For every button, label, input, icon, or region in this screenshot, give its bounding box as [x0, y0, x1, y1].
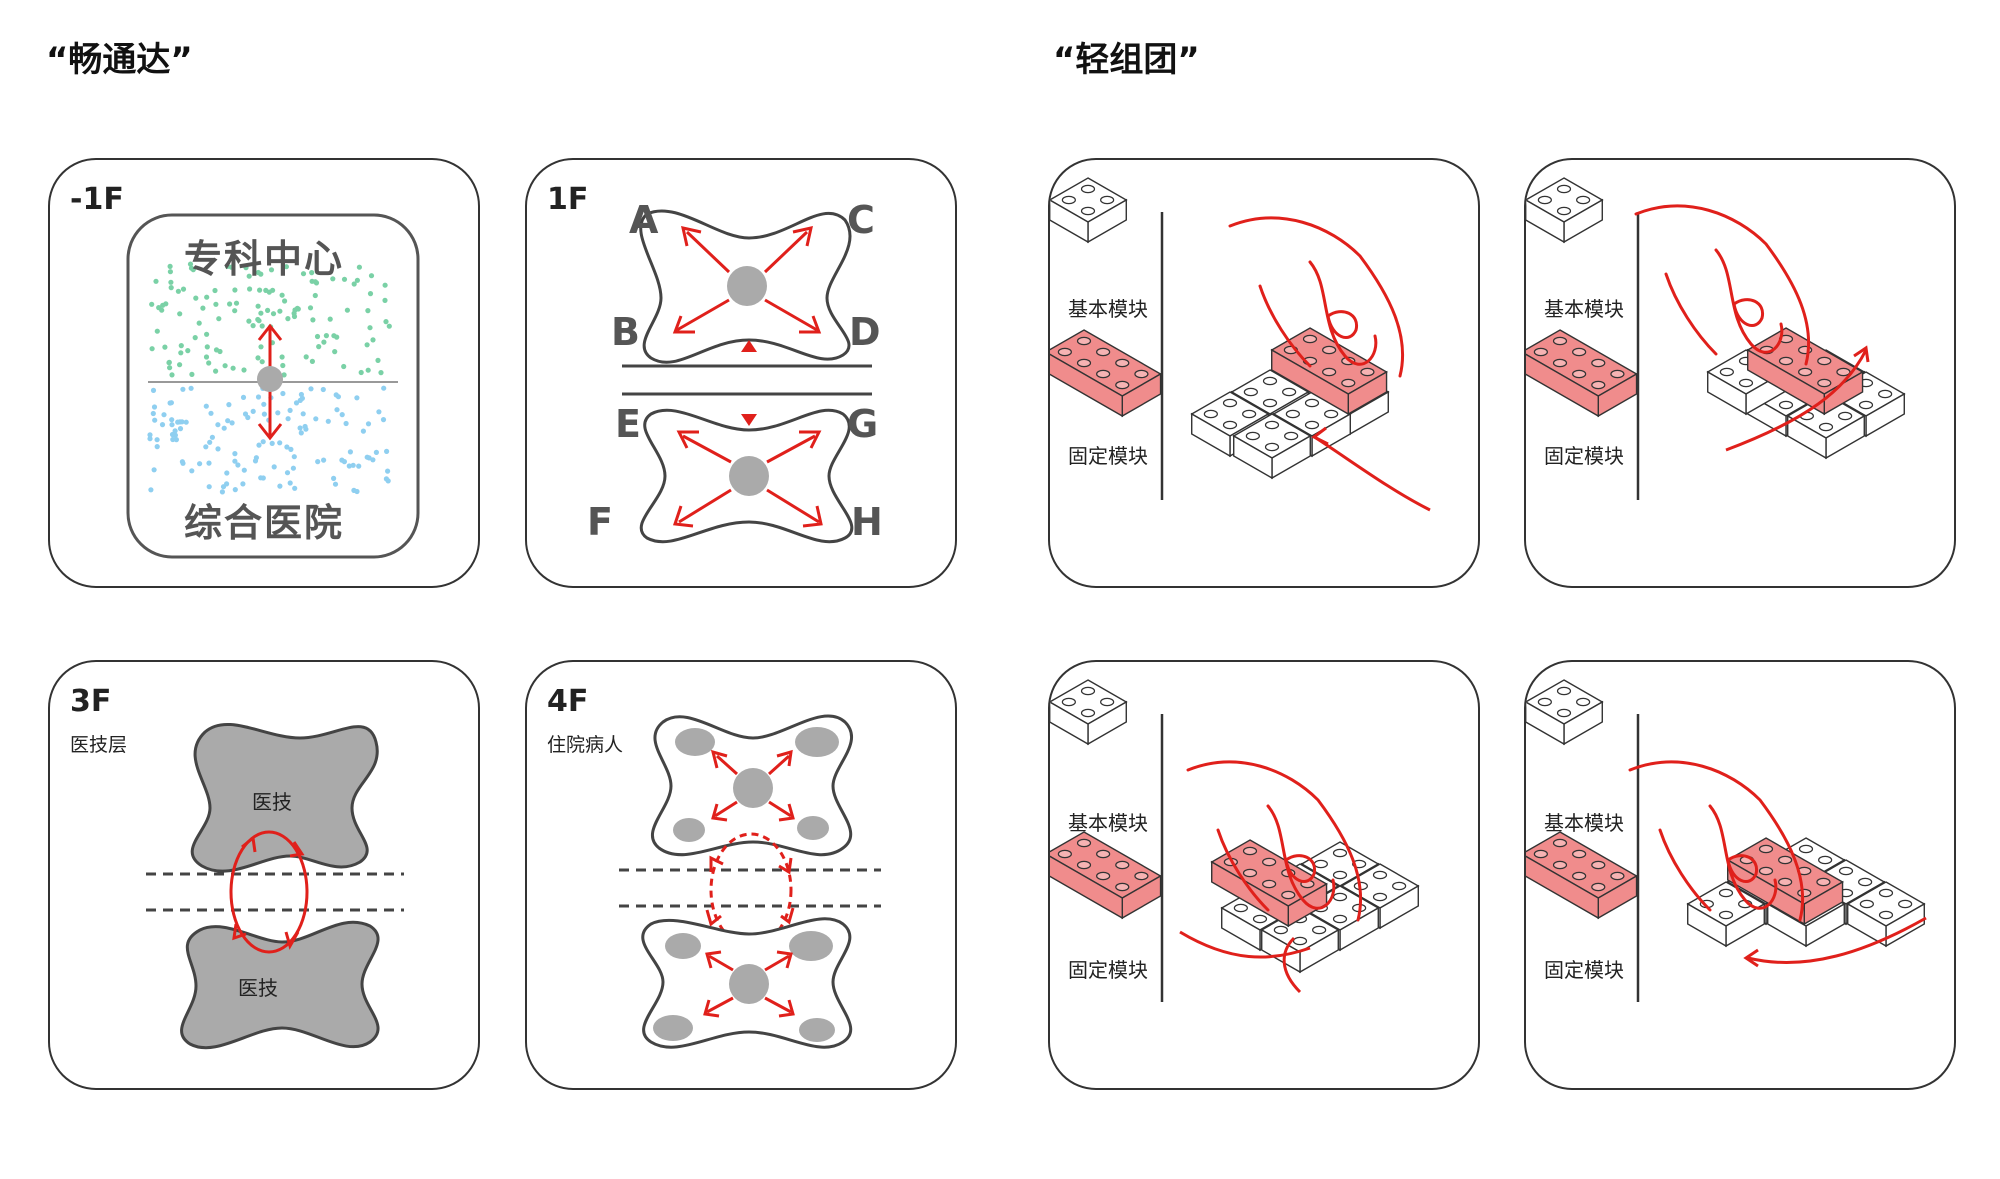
legend-fixed-label: 固定模块	[1068, 444, 1148, 468]
floor-label: -1F	[70, 182, 124, 217]
4f-diagram	[619, 714, 881, 1049]
legend-fixed-label: 固定模块	[1544, 958, 1624, 982]
module-panel-1: 基本模块 固定模块	[1048, 158, 1480, 588]
panel-1f: 1F A C B D E G F H	[525, 158, 957, 588]
legend-basic-label: 基本模块	[1068, 811, 1148, 835]
blob-label-top: 医技	[252, 790, 292, 814]
label-h: H	[851, 500, 883, 544]
label-f: F	[587, 500, 613, 544]
module-panel-2: 基本模块 固定模块	[1524, 158, 1956, 588]
legend-fixed-label: 固定模块	[1068, 958, 1148, 982]
specialist-center-label: 专科中心	[184, 237, 345, 281]
core-node	[257, 366, 283, 392]
legend-fixed-label: 固定模块	[1544, 444, 1624, 468]
hospital-dots	[147, 385, 391, 495]
panel-4f: 4F 住院病人	[525, 660, 957, 1090]
heading-right: “轻组团”	[1053, 40, 1200, 80]
floor-label: 1F	[547, 182, 589, 217]
module-panel-4: 基本模块 固定模块	[1524, 660, 1956, 1090]
3f-diagram	[146, 722, 404, 1050]
label-b: B	[611, 310, 640, 354]
module-illustration	[1050, 679, 1420, 1002]
module-illustration	[1526, 679, 1927, 1002]
blob-label-bottom: 医技	[238, 976, 278, 1000]
label-c: C	[847, 198, 875, 242]
module-panel-3: 基本模块 固定模块	[1048, 660, 1480, 1090]
specialist-dots	[149, 261, 392, 378]
1f-diagram	[622, 209, 872, 544]
label-g: G	[847, 402, 879, 446]
general-hospital-label: 综合医院	[184, 501, 345, 545]
label-e: E	[615, 402, 641, 446]
label-a: A	[629, 198, 659, 242]
basement-diagram	[126, 213, 420, 559]
legend-basic-label: 基本模块	[1068, 297, 1148, 321]
panel-basement: -1F 专科中心 综合医院	[48, 158, 480, 588]
heading-left: “畅通达”	[46, 40, 193, 80]
module-illustration	[1050, 177, 1431, 512]
floor-subtitle: 医技层	[70, 734, 128, 756]
legend-basic-label: 基本模块	[1544, 811, 1624, 835]
legend-basic-label: 基本模块	[1544, 297, 1624, 321]
module-illustration	[1526, 177, 1906, 500]
floor-subtitle: 住院病人	[547, 734, 624, 756]
label-d: D	[849, 310, 881, 354]
floor-label: 3F	[70, 684, 112, 719]
panel-3f: 3F 医技层 医技 医技	[48, 660, 480, 1090]
floor-label: 4F	[547, 684, 589, 719]
